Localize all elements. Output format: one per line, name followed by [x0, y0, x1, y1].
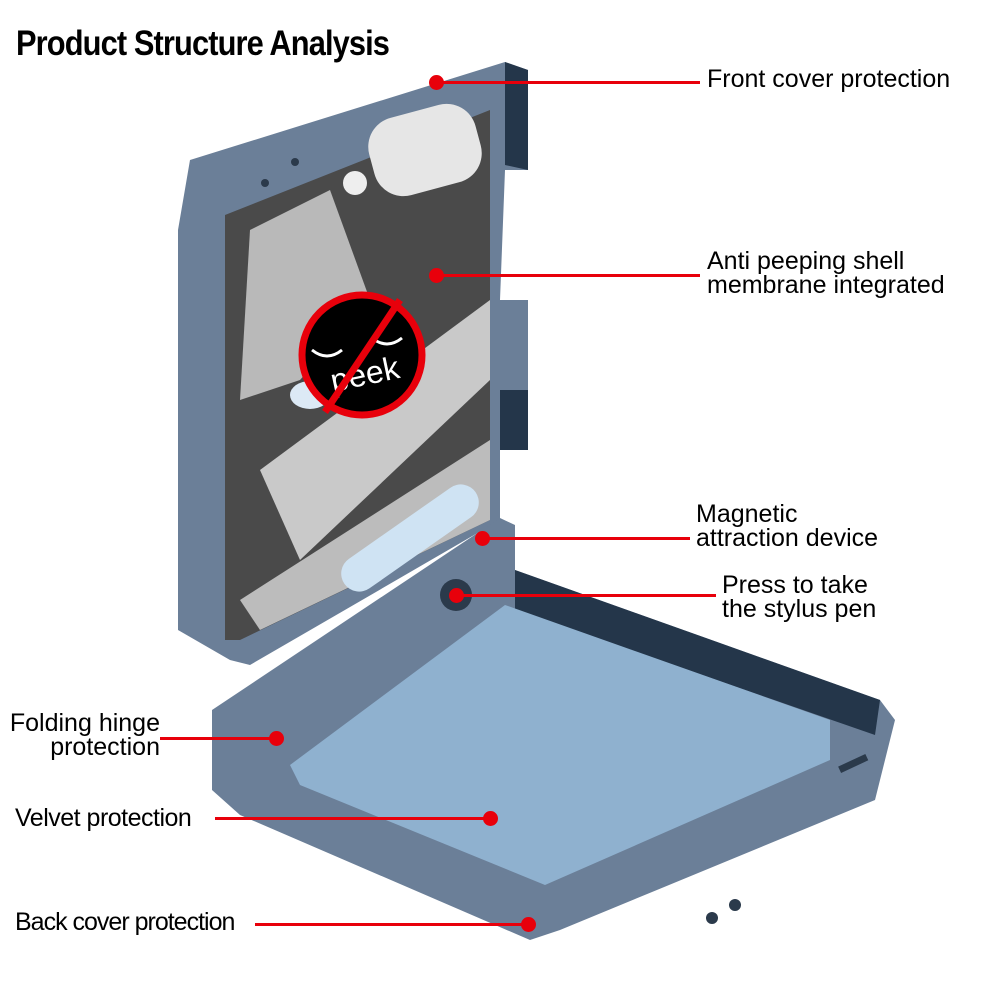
callout-line-magnetic	[482, 537, 690, 540]
callout-line-hinge	[160, 737, 275, 740]
no-peek-sign: peek	[298, 291, 426, 419]
page-title: Product Structure Analysis	[16, 24, 390, 63]
velvet-lining	[290, 605, 830, 885]
callout-dot-velvet	[483, 811, 498, 826]
callout-dot-front-cover	[429, 75, 444, 90]
callout-line-back-cover	[255, 923, 528, 926]
back-cover	[212, 518, 895, 940]
label-back-cover: Back cover protection	[15, 908, 235, 936]
callout-line-anti-peeping	[435, 274, 700, 277]
callout-line-front-cover	[435, 81, 700, 84]
callout-line-stylus	[456, 594, 716, 597]
callout-line-velvet	[215, 817, 490, 820]
callout-dot-back-cover	[521, 917, 536, 932]
callout-dot-magnetic	[475, 531, 490, 546]
label-velvet: Velvet protection	[15, 804, 192, 832]
callout-dot-stylus	[449, 588, 464, 603]
callout-dot-hinge	[269, 731, 284, 746]
callout-dot-anti-peeping	[429, 268, 444, 283]
label-front-cover: Front cover protection	[707, 65, 951, 93]
